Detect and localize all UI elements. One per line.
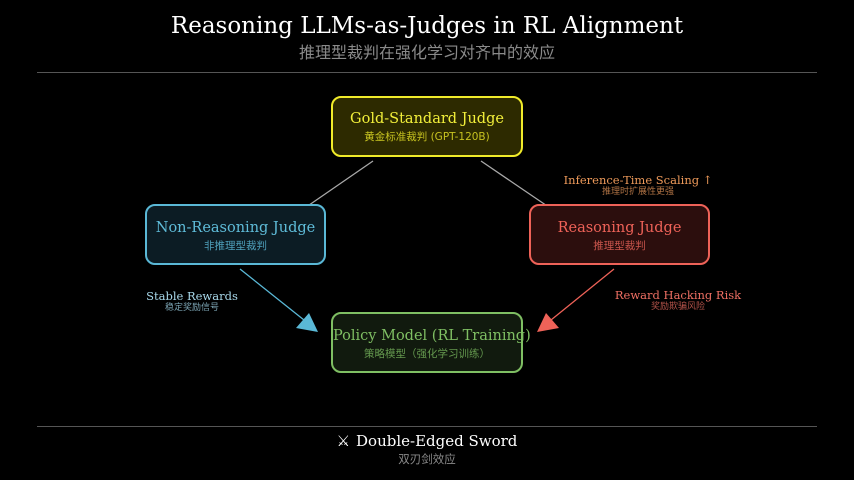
footer-sublabel: 双刃剑效应 — [398, 452, 456, 466]
page-title: Reasoning LLMs-as-Judges in RL Alignment — [170, 13, 684, 39]
edge-label-hacking-text: Reward Hacking Risk — [614, 288, 742, 302]
node-gold-sublabel: 黄金标准裁判 (GPT-120B) — [364, 131, 490, 143]
edge-label-inference-scaling: Inference-Time Scaling ↑ 推理时扩展性更强 — [558, 173, 718, 198]
node-gold-label: Gold-Standard Judge — [350, 111, 504, 127]
node-reasoning-label: Reasoning Judge — [557, 220, 682, 236]
edge-label-stable-rewards: Stable Rewards 稳定奖励信号 — [132, 289, 252, 314]
node-non-reasoning-sublabel: 非推理型裁判 — [204, 240, 267, 252]
edge-label-scaling-subtext: 推理时扩展性更强 — [601, 187, 674, 197]
edge-label-stable-text: Stable Rewards — [146, 289, 238, 303]
node-reasoning-judge: Reasoning Judge 推理型裁判 — [529, 204, 710, 265]
edge-reasoning-to-policy — [537, 268, 615, 332]
footer-label: ⚔ Double-Edged Sword — [0, 432, 854, 451]
bottom-divider — [37, 426, 817, 427]
footer-caption: ⚔ Double-Edged Sword 双刃剑效应 — [0, 432, 854, 467]
node-policy-model: Policy Model (RL Training) 策略模型（强化学习训练） — [331, 312, 531, 373]
node-non-reasoning-judge: Non-Reasoning Judge 非推理型裁判 — [145, 204, 326, 265]
top-divider — [37, 72, 817, 73]
edge-label-hacking-subtext: 奖励欺骗风险 — [650, 302, 705, 312]
node-gold-standard-judge: Gold-Standard Judge 黄金标准裁判 (GPT-120B) — [331, 96, 523, 157]
node-reasoning-sublabel: 推理型裁判 — [593, 240, 646, 252]
node-policy-sublabel: 策略模型（强化学习训练） — [364, 348, 490, 360]
page-subtitle: 推理型裁判在强化学习对齐中的效应 — [298, 43, 555, 62]
edge-label-stable-subtext: 稳定奖励信号 — [164, 303, 219, 313]
edge-label-scaling-text: Inference-Time Scaling ↑ — [563, 173, 713, 187]
crossed-swords-icon: ⚔ — [336, 432, 351, 450]
edge-non-reasoning-to-policy — [239, 268, 318, 332]
edge-label-reward-hacking: Reward Hacking Risk 奖励欺骗风险 — [608, 288, 748, 313]
footer-label-text: Double-Edged Sword — [356, 432, 518, 450]
node-non-reasoning-label: Non-Reasoning Judge — [155, 220, 316, 236]
node-policy-label: Policy Model (RL Training) — [333, 328, 531, 344]
